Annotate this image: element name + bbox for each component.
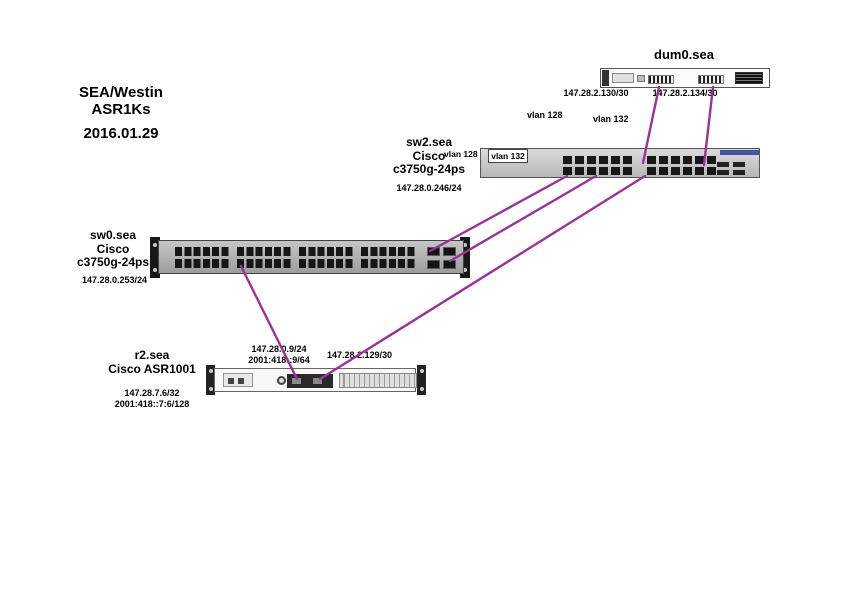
uplink-port: [717, 162, 729, 167]
uplink-port: [733, 162, 745, 167]
r2-loopback-v6: 2001:418::7:6/128: [114, 399, 190, 409]
sw0-port-group-2: [237, 247, 293, 268]
r2-interface-a-v4: 147.28.0.9/24: [251, 344, 307, 354]
sw2-label-block: sw2.sea Cisco c3750g-24ps: [385, 135, 473, 177]
link-sw2.sea-sw0.sea: [448, 174, 598, 263]
sw0-port-group-4: [361, 247, 417, 268]
diagram-title: SEA/Westin ASR1Ks 2016.01.29: [60, 84, 182, 142]
vlan-132-label: vlan 132: [593, 114, 629, 124]
r2-module-left: [223, 373, 253, 387]
r2-device: [214, 368, 417, 392]
sw2-brand-strip: [720, 150, 759, 155]
dum0-name-label: dum0.sea: [654, 47, 714, 62]
sw2-port-group-1: [563, 156, 632, 175]
r2-loopback-v4: 147.28.7.6/32: [124, 388, 180, 398]
uplink-port: [733, 170, 745, 175]
sw0-name: sw0.sea: [89, 228, 137, 242]
dum0-ip-right: 147.28.2.134/30: [652, 88, 718, 98]
r2-rack-ear-right: [417, 365, 426, 395]
sw0-ip-label: 147.28.0.253/24: [82, 275, 148, 285]
sw0-device: [158, 240, 464, 274]
sw0-port-row: [299, 259, 355, 268]
r2-interface-a-labels: 147.28.0.9/24 2001:418::9/64: [243, 344, 315, 365]
sw0-port-row: [361, 247, 417, 256]
dum0-endcap: [602, 70, 609, 86]
title-location: SEA/Westin: [79, 84, 163, 101]
sw0-port-row: [299, 247, 355, 256]
sw2-vendor: Cisco: [412, 148, 446, 163]
r2-name: r2.sea: [134, 348, 170, 362]
r2-label-block: r2.sea Cisco ASR1001: [97, 348, 207, 376]
sw0-port-row: [237, 247, 293, 256]
uplink-port: [443, 247, 456, 256]
title-platform: ASR1Ks: [91, 101, 151, 118]
sw0-uplink-ports: [427, 247, 457, 270]
sw0-port-group-3: [299, 247, 355, 268]
sw0-port-row: [237, 259, 293, 268]
link-sw2.sea-r2.sea: [318, 174, 647, 381]
dum0-port-group-2: [698, 75, 724, 84]
sw0-vendor: Cisco: [96, 241, 130, 256]
sw2-port-row: [563, 167, 632, 175]
sw2-port-group-2: [647, 156, 716, 175]
dum0-vent-grille: [735, 72, 763, 84]
r2-interface-a-v6: 2001:418::9/64: [248, 354, 310, 365]
sw2-port-row: [647, 167, 716, 175]
sw2-vlan-side-label: vlan 128: [444, 149, 478, 159]
dum0-device: [600, 68, 770, 88]
r2-rack-ear-left: [206, 365, 215, 395]
dum0-port-group-1: [648, 75, 674, 84]
sw2-name: sw2.sea: [405, 135, 453, 149]
sw2-model: c3750g-24ps: [392, 162, 466, 176]
title-date: 2016.01.29: [83, 125, 159, 142]
r2-port-module: [287, 374, 333, 388]
r2-knob: [277, 376, 286, 385]
uplink-port: [443, 260, 456, 269]
r2-loopback-labels: 147.28.7.6/32 2001:418::7:6/128: [97, 388, 207, 410]
sw0-label-block: sw0.sea Cisco c3750g-24ps: [68, 228, 158, 270]
sw2-vlan-box: vlan 132: [488, 149, 528, 163]
sw0-port-row: [175, 259, 231, 268]
uplink-port: [427, 247, 440, 256]
r2-model: Cisco ASR1001: [108, 361, 196, 376]
sw2-uplink-ports: [717, 162, 749, 177]
sw2-device: vlan 132: [480, 148, 760, 178]
r2-slotted-panel: [339, 373, 417, 388]
r2-interface-b-label: 147.28.2.129/30: [327, 350, 393, 360]
sw2-port-row: [647, 156, 716, 164]
dum0-module-small: [637, 75, 645, 82]
sw2-ip-label: 147.28.0.246/24: [396, 183, 462, 193]
sw0-port-group-1: [175, 247, 231, 268]
uplink-port: [427, 260, 440, 269]
sw0-model: c3750g-24ps: [76, 255, 150, 269]
sw0-rack-ear-left: [150, 237, 160, 278]
vlan-128-label: vlan 128: [527, 110, 563, 120]
uplink-port: [717, 170, 729, 175]
dum0-module: [612, 73, 634, 83]
sw2-port-row: [563, 156, 632, 164]
sw0-port-row: [361, 259, 417, 268]
sw0-port-row: [175, 247, 231, 256]
dum0-ip-left: 147.28.2.130/30: [563, 88, 629, 98]
